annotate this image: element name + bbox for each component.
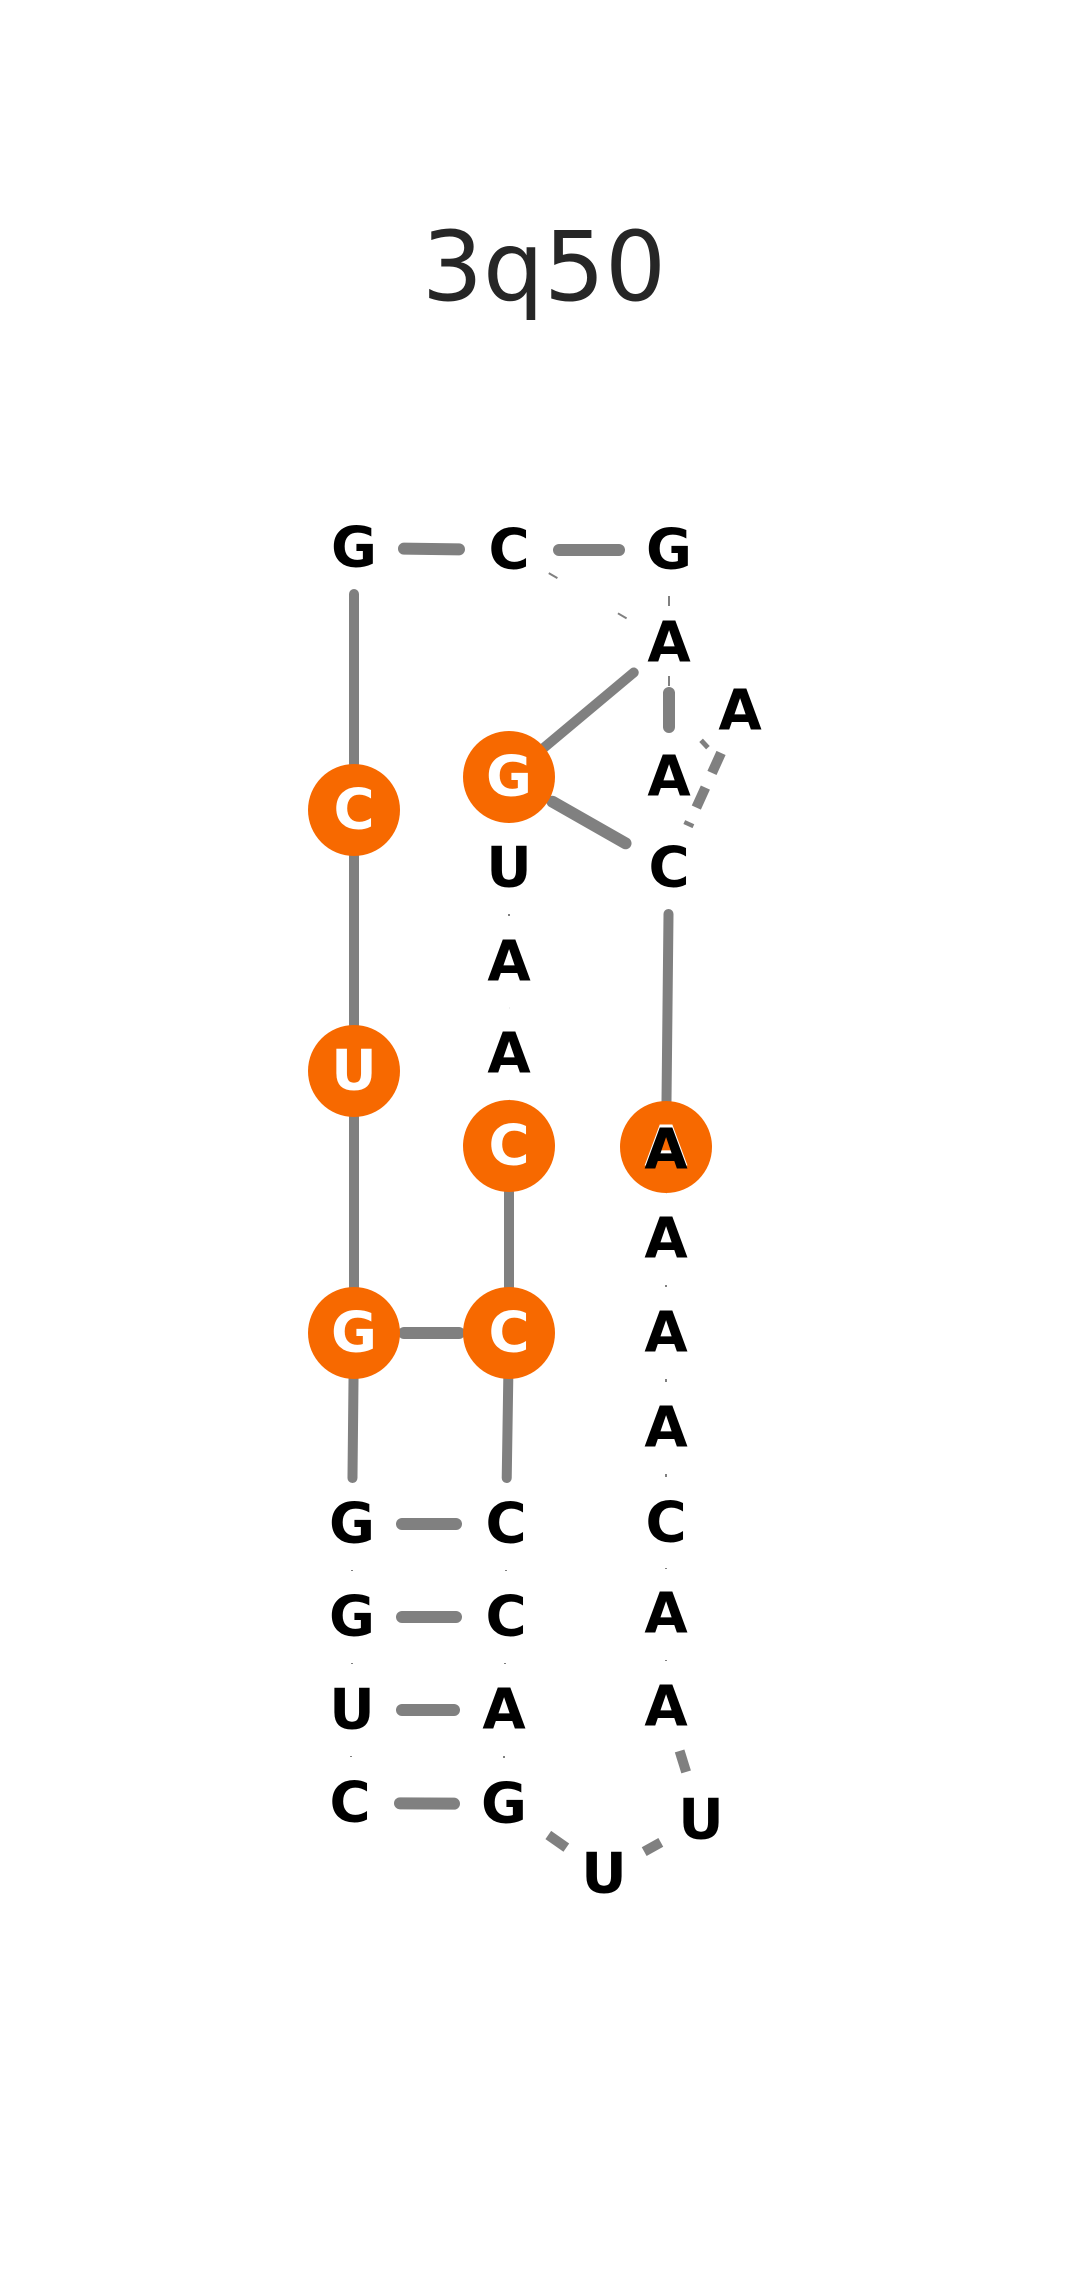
nucleotide-24: U <box>329 1678 374 1743</box>
nucleotide-label: A <box>487 930 531 995</box>
nucleotide-16: G <box>308 1287 400 1379</box>
nucleotide-label: G <box>331 516 377 581</box>
nucleotide-10: C <box>463 1100 555 1192</box>
nucleotide-label: A <box>487 1022 531 1087</box>
highlight-circle <box>620 1101 712 1193</box>
nucleotide-6: A <box>647 745 691 810</box>
base-pair-link <box>546 795 632 850</box>
nucleotide-label: A <box>644 1582 688 1647</box>
nucleotide-label: U <box>678 1788 723 1853</box>
nucleotide-33: U <box>678 1788 723 1853</box>
nucleotide-4: A <box>647 611 691 676</box>
nucleotide-label: A <box>718 679 762 744</box>
nucleotide-label: C <box>485 1492 526 1557</box>
nucleotide-label: G <box>481 1772 527 1837</box>
nucleotide-label: C <box>488 1301 529 1366</box>
nucleotide-11: A <box>487 1022 531 1087</box>
nucleotide-28: A <box>644 1582 688 1647</box>
nucleotide-label: A <box>644 1115 688 1180</box>
nucleotide-label: A <box>644 1207 688 1272</box>
highlight-circle <box>463 1287 555 1379</box>
nucleotide-32: A <box>644 1396 688 1461</box>
nucleotide-label: U <box>329 1678 374 1743</box>
highlight-circle <box>308 1025 400 1117</box>
nucleotide-27: G <box>481 1772 527 1837</box>
backbone-link <box>501 1373 514 1484</box>
base-pair-link <box>397 542 466 556</box>
nucleotide-8: G <box>463 731 555 823</box>
nucleotide-label: A <box>644 1675 688 1740</box>
nucleotide-label: G <box>329 1492 375 1557</box>
nucleotide-label: G <box>486 745 532 810</box>
nucleotide-18: A <box>644 1207 688 1272</box>
nucleotide-label: C <box>485 1585 526 1650</box>
nucleotide-label: C <box>488 1114 529 1179</box>
nucleotide-label: C <box>329 1771 370 1836</box>
backbone-link <box>347 1373 359 1484</box>
nucleotide-label: A <box>647 611 691 676</box>
nucleotide-12: A <box>487 930 531 995</box>
backbone-link <box>539 667 639 753</box>
nucleotide-22: G <box>329 1585 375 1650</box>
backbone-link <box>661 908 674 1107</box>
nucleotide-label: C <box>488 518 529 583</box>
backbone-link <box>699 738 710 750</box>
structure-title: 3q50 <box>422 211 666 323</box>
nucleotide-2: C <box>488 518 529 583</box>
nucleotide-21: A <box>644 1301 688 1366</box>
nucleotide-label: C <box>648 836 689 901</box>
nucleotide-label: A <box>647 745 691 810</box>
nucleotide-23: C <box>485 1585 526 1650</box>
nucleotide-9: U <box>486 836 531 901</box>
highlight-circle <box>308 1287 400 1379</box>
nucleotide-label: G <box>331 1301 377 1366</box>
nucleotide-7: C <box>648 836 689 901</box>
highlight-circle <box>463 1100 555 1192</box>
nucleotide-label: G <box>329 1585 375 1650</box>
nucleotide-3: G <box>646 518 692 583</box>
backbone-link <box>548 572 630 621</box>
nucleotide-20: C <box>485 1492 526 1557</box>
nucleotide-label: A <box>644 1118 688 1183</box>
nucleotide-label: U <box>581 1842 626 1907</box>
nucleotide-31: C <box>329 1771 370 1836</box>
backbone-link <box>641 1838 664 1856</box>
highlight-circle <box>308 764 400 856</box>
nucleotide-label: C <box>333 778 374 843</box>
nucleotide-13: U <box>308 1025 400 1117</box>
nucleotide-34: A <box>644 1118 688 1183</box>
nucleotide-26: C <box>645 1491 686 1556</box>
links-layer <box>347 542 726 1856</box>
nucleotide-label: A <box>644 1301 688 1366</box>
backbone-link <box>538 1826 570 1852</box>
backbone-link <box>683 750 726 829</box>
nucleotide-label: A <box>482 1678 526 1743</box>
nucleotide-label: G <box>646 518 692 583</box>
nucleotide-19: G <box>329 1492 375 1557</box>
nucleotide-label: U <box>331 1039 376 1104</box>
nucleotide-label: C <box>645 1491 686 1556</box>
nucleotide-5: A <box>718 679 762 744</box>
nucleotide-1: G <box>331 516 377 581</box>
nucleotide-label: A <box>644 1396 688 1461</box>
backbone-link <box>674 1749 693 1778</box>
nucleotide-17: C <box>463 1287 555 1379</box>
nucleotide-14: C <box>308 764 400 856</box>
nucleotide-30: A <box>644 1675 688 1740</box>
highlight-circle <box>463 731 555 823</box>
nucleotide-15: A <box>620 1101 712 1193</box>
nucleotide-29: U <box>581 1842 626 1907</box>
nucleotide-label: U <box>486 836 531 901</box>
nucleotide-25: A <box>482 1678 526 1743</box>
